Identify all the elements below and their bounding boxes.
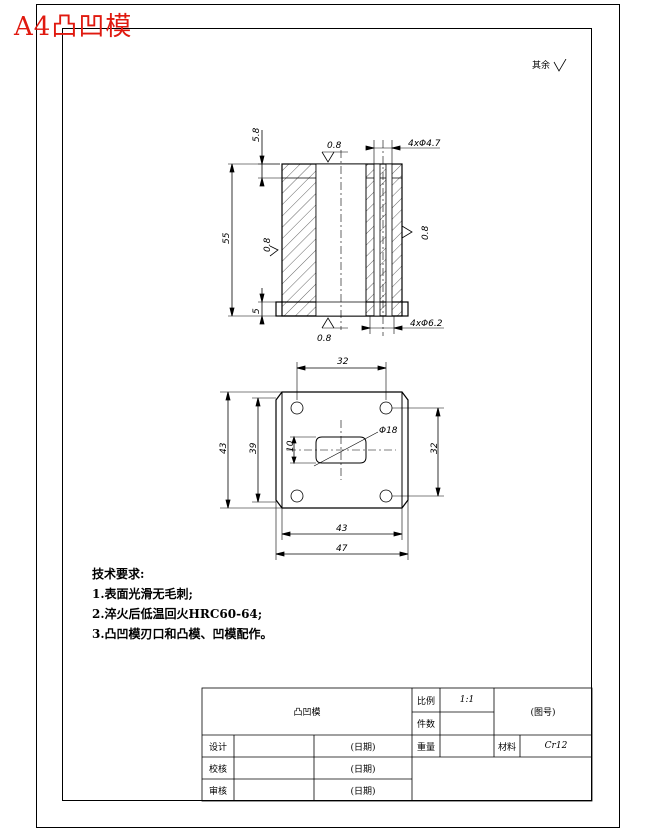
tech-item-2: 2.淬火后低温回火HRC60-64; (92, 607, 263, 621)
dim-bottom-step: 5 (252, 308, 262, 314)
plan-view (220, 362, 444, 560)
dim-inner-width: 43 (336, 524, 348, 534)
review-date: (日期) (350, 786, 376, 797)
design-date: (日期) (350, 742, 376, 753)
dim-slot-length: Φ18 (379, 426, 398, 436)
tech-heading: 技术要求: (92, 567, 145, 581)
sheet-title: A4凸凹模 (14, 12, 133, 42)
weight-label: 重量 (416, 742, 435, 753)
check-label: 校核 (208, 764, 227, 775)
dim-hole-bottom: 4xΦ6.2 (410, 319, 443, 329)
roughness-right: 0.8 (421, 225, 431, 240)
title-block-grid (201, 687, 593, 802)
scale-value: 1:1 (459, 695, 475, 705)
material-value: Cr12 (544, 741, 568, 751)
dim-height: 55 (222, 232, 232, 244)
section-view (228, 130, 444, 336)
hole-top-left (290, 401, 304, 415)
dim-hole-top: 4xΦ4.7 (408, 139, 441, 149)
inner-border (62, 28, 592, 801)
part-name: 凸凹模 (293, 708, 321, 718)
plan-dim-labels: 32 43 39 10 Φ18 32 43 47 (219, 357, 440, 554)
slot-opening (315, 436, 367, 464)
dim-hole-spacing-y: 32 (430, 442, 440, 454)
roughness-bore: 0.8 (263, 237, 273, 252)
dim-inner-height: 39 (249, 442, 259, 454)
dim-slot-width: 10 (286, 440, 296, 452)
rest-finish-label: 其余 (532, 61, 551, 71)
material-label: 材料 (497, 742, 516, 753)
roughness-symbol-icon (553, 58, 567, 72)
qty-label: 件数 (416, 720, 435, 730)
review-label: 审核 (208, 786, 227, 797)
roughness-bottom: 0.8 (317, 334, 332, 344)
hole-bottom-left (290, 489, 304, 503)
tech-item-3: 3.凸凹模刃口和凸模、凹模配作。 (92, 627, 273, 641)
dim-top-step: 5.8 (252, 127, 262, 142)
technical-requirements: 技术要求: 1.表面光滑无毛刺; 2.淬火后低温回火HRC60-64; 3.凸凹… (92, 564, 273, 644)
dim-outer-width: 47 (336, 544, 348, 554)
design-label: 设计 (208, 742, 227, 753)
section-dim-labels: 5.8 55 5 4xΦ4.7 4xΦ6.2 0.8 0.8 0.8 0.8 (222, 127, 443, 344)
dim-outer-height: 43 (219, 442, 229, 454)
dim-hole-spacing-x: 32 (337, 357, 349, 367)
outer-border (36, 4, 620, 828)
tech-item-1: 1.表面光滑无毛刺; (92, 587, 193, 601)
hole-top-right (379, 401, 393, 415)
check-date: (日期) (350, 764, 376, 775)
rest-surface-finish: 其余 (532, 58, 567, 73)
drawing-number: (图号) (530, 708, 556, 718)
scale-label: 比例 (416, 696, 435, 707)
hole-bottom-right (379, 489, 393, 503)
roughness-top: 0.8 (327, 141, 342, 151)
title-block: 凸凹模 比例 1:1 (图号) 件数 设计 (日期) 重量 材料 Cr12 校核… (202, 688, 592, 801)
